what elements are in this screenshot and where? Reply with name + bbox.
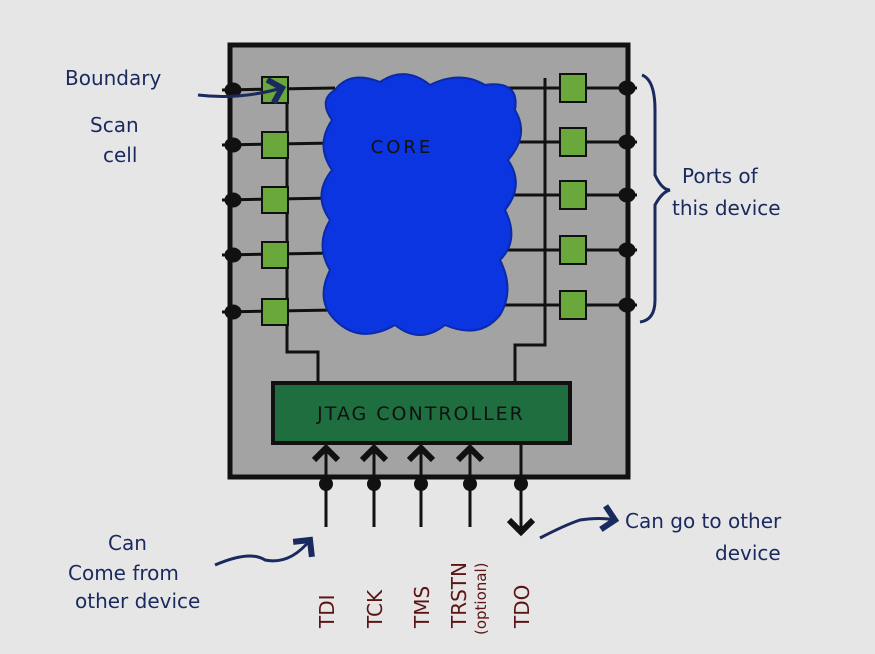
port-pin bbox=[618, 187, 636, 203]
port-pin bbox=[618, 297, 636, 313]
core-block bbox=[320, 73, 523, 336]
port-pin bbox=[618, 134, 636, 150]
port-pin bbox=[224, 304, 242, 320]
signal-pin bbox=[414, 477, 428, 491]
signal-pin bbox=[514, 477, 528, 491]
boundary-label-2: Scan bbox=[90, 113, 139, 137]
go-to-label-1: Can go to other bbox=[625, 509, 782, 533]
go-to-arrow bbox=[539, 504, 620, 540]
jtag-controller bbox=[271, 381, 572, 445]
boundary-pointer-arrow bbox=[197, 77, 287, 105]
scan-cell bbox=[261, 298, 289, 326]
scan-cell bbox=[559, 180, 587, 210]
ports-bracket bbox=[639, 73, 671, 324]
come-from-label-3: other device bbox=[75, 589, 200, 613]
boundary-label-3: cell bbox=[103, 143, 137, 167]
come-from-arrow bbox=[214, 536, 315, 567]
boundary-label-1: Boundary bbox=[65, 66, 161, 90]
scan-cell bbox=[559, 290, 587, 320]
scan-cell bbox=[261, 241, 289, 269]
signal-label-tms: TMS bbox=[410, 586, 434, 629]
port-pin bbox=[224, 192, 242, 208]
signal-label-tck: TCK bbox=[363, 589, 387, 629]
signal-pin bbox=[319, 477, 333, 491]
scan-cell bbox=[559, 127, 587, 157]
scan-cell bbox=[559, 235, 587, 265]
signal-label-tdi: TDI bbox=[315, 594, 339, 629]
signal-label-trstn: TRSTN bbox=[447, 562, 471, 629]
port-pin bbox=[224, 82, 242, 98]
scan-cell bbox=[261, 186, 289, 214]
signal-pin bbox=[463, 477, 477, 491]
come-from-label-1: Can bbox=[108, 531, 147, 555]
right-scan-chain bbox=[513, 78, 547, 383]
signal-pin bbox=[367, 477, 381, 491]
jtag-signals: TDI TCK TMS TRSTN(optional) TDO bbox=[311, 443, 536, 636]
signal-label-tdo: TDO bbox=[510, 585, 534, 629]
ports-label-2: this device bbox=[672, 196, 781, 220]
signal-note: (optional) bbox=[472, 563, 490, 636]
port-pin bbox=[618, 242, 636, 258]
go-to-label-2: device bbox=[715, 541, 781, 565]
controller-label: JTAG CONTROLLER bbox=[316, 403, 525, 425]
left-scan-chain bbox=[285, 85, 320, 383]
port-pin bbox=[618, 80, 636, 96]
port-pin bbox=[224, 247, 242, 263]
scan-cell bbox=[559, 73, 587, 103]
ports-label-1: Ports of bbox=[682, 164, 759, 188]
scan-cell bbox=[261, 131, 289, 159]
come-from-label-2: Come from bbox=[68, 561, 179, 585]
port-pin bbox=[224, 137, 242, 153]
core-label: CORE bbox=[371, 137, 434, 158]
